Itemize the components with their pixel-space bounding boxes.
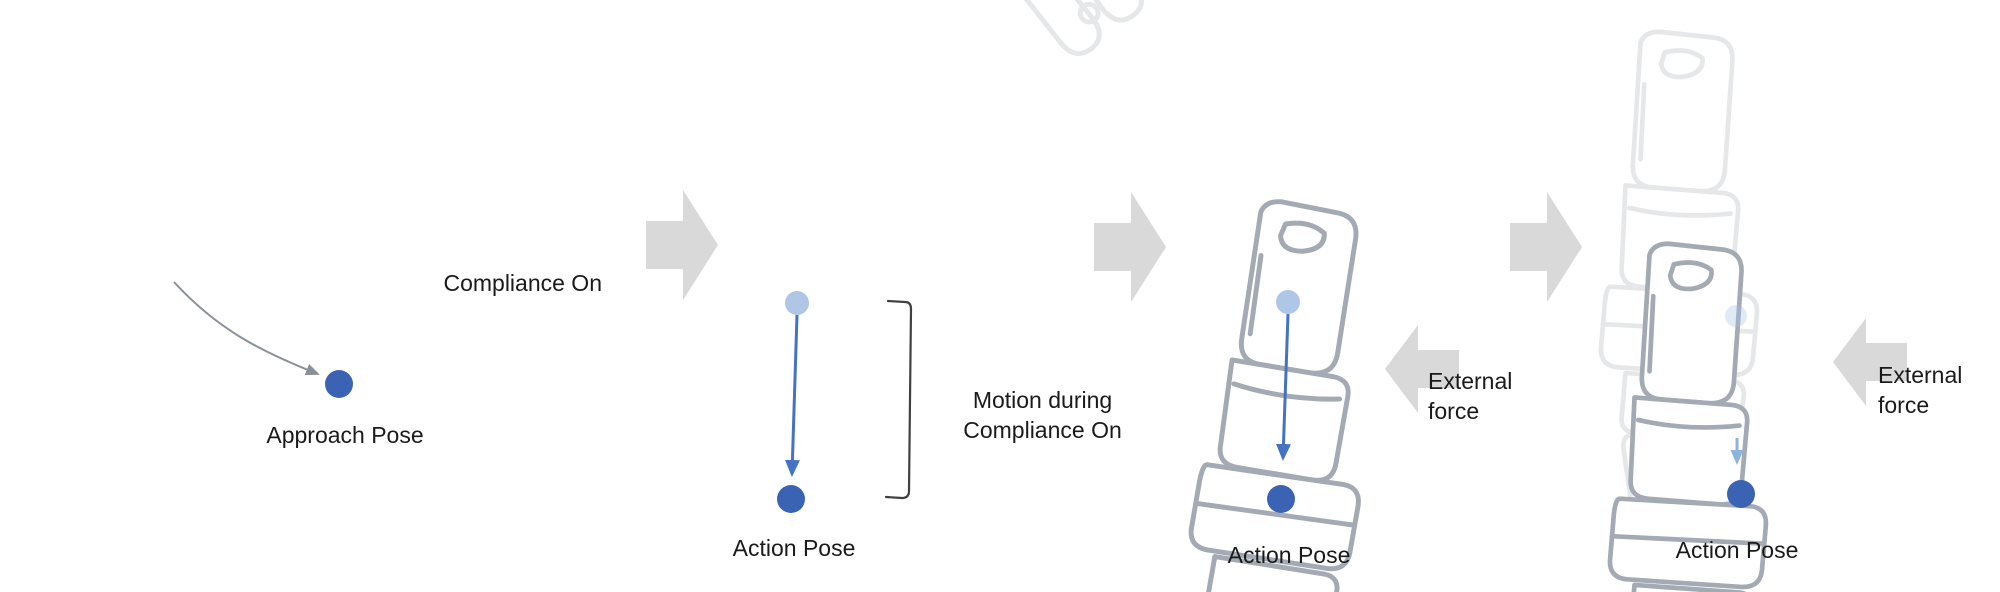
transition-arrow-icon (646, 190, 718, 300)
panel-action-pose-external-force-1 (1267, 290, 1459, 513)
compliance-start-dot (785, 291, 809, 315)
robot-arm-icon (1173, 195, 1386, 592)
action-pose-caption: Action Pose (732, 535, 856, 561)
motion-bracket-icon (884, 299, 913, 500)
action-pose-caption: Action Pose (1227, 542, 1351, 568)
compliance-start-dot (1276, 290, 1300, 314)
approach-pose-caption: Approach Pose (266, 422, 424, 448)
external-force-line2: force (1878, 392, 1930, 418)
external-force-line1: External (1878, 362, 1963, 388)
motion-down-arrow-icon (784, 314, 800, 477)
motion-during-compliance-label: Motion during Compliance On (940, 385, 1145, 445)
motion-down-arrow-icon (1275, 313, 1291, 461)
approach-pose-dot (325, 370, 353, 398)
panel-action-pose-compliance (777, 30, 1768, 592)
compliance-on-label: Compliance On (443, 270, 602, 296)
action-pose-dot (1267, 485, 1295, 513)
external-force-label: External force (1878, 360, 1962, 420)
approach-path-arrow-icon (173, 281, 320, 376)
motion-label-line1: Motion during (972, 387, 1113, 413)
motion-label-line2: Compliance On (963, 417, 1122, 443)
action-pose-dot (777, 485, 805, 513)
compliance-start-dot (1725, 305, 1747, 327)
robot-arm-ghost-icon (775, 0, 1186, 79)
external-force-arrow-icon (1385, 325, 1459, 413)
panel-approach-pose (173, 0, 1386, 592)
external-force-arrow-icon (1833, 318, 1907, 406)
panel-action-pose-external-force-2 (1725, 305, 1907, 508)
transition-arrow-icon (1094, 192, 1166, 302)
action-pose-caption: Action Pose (1675, 537, 1799, 563)
external-force-label: External force (1428, 366, 1512, 426)
action-pose-dot (1727, 480, 1755, 508)
external-force-line2: force (1428, 398, 1480, 424)
external-force-line1: External (1428, 368, 1513, 394)
transition-arrow-icon (1510, 192, 1582, 302)
